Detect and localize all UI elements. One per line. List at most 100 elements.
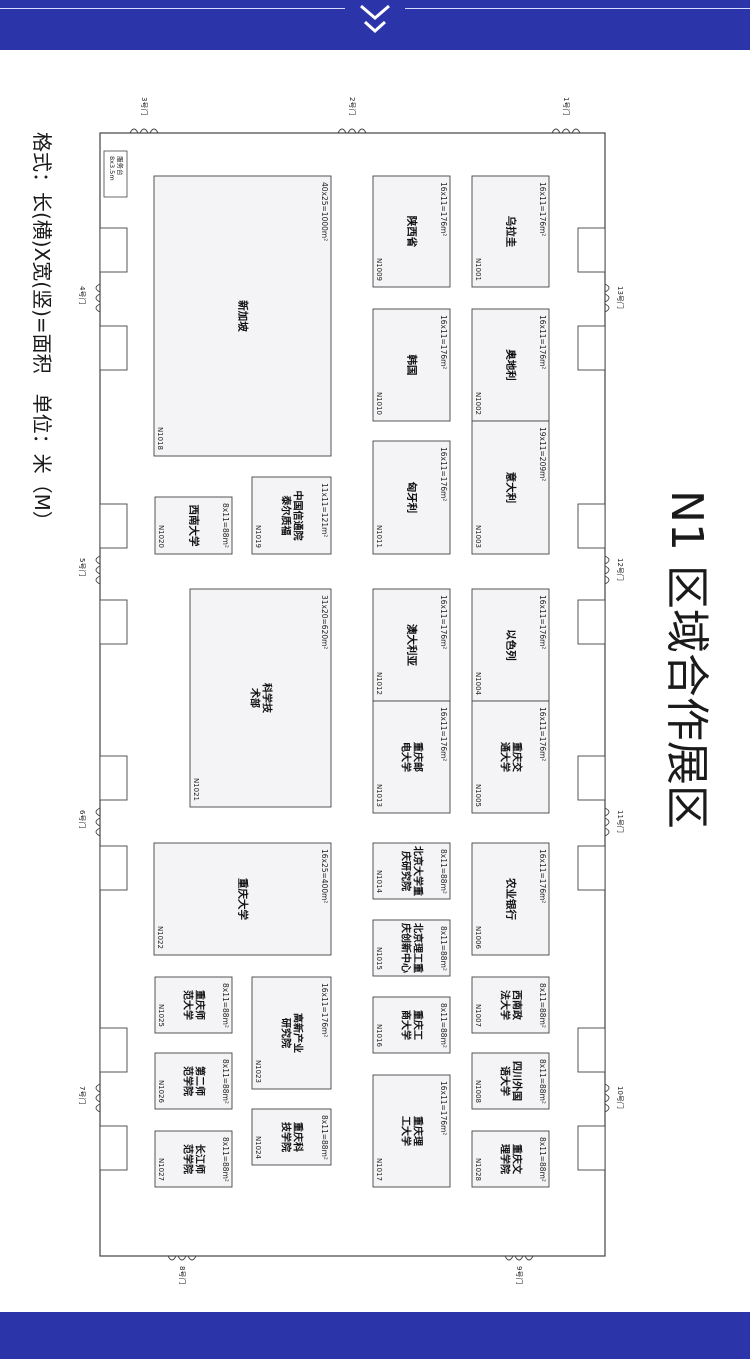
right-wall-pillar bbox=[577, 599, 606, 645]
booth-name: 技学院 bbox=[280, 1122, 293, 1152]
left-wall-pillar bbox=[99, 503, 128, 549]
booth-id: N1027 bbox=[157, 1158, 165, 1181]
booth-name: 术部 bbox=[249, 687, 262, 708]
booth-box bbox=[372, 842, 451, 900]
booth-box bbox=[154, 496, 233, 555]
door-icon bbox=[167, 1255, 197, 1261]
booth-name: 长江师 bbox=[194, 1144, 207, 1174]
format-note: 格式：长(横)X宽(竖)=面积 单位：米（M） bbox=[30, 132, 54, 531]
gate-7: 7号门 bbox=[78, 1083, 101, 1113]
booth-box bbox=[251, 476, 332, 555]
gate-6: 6号门 bbox=[78, 807, 101, 837]
booth-id: N1015 bbox=[375, 947, 383, 970]
booth-name: 研究院 bbox=[280, 1018, 293, 1048]
booth-dims: 31x20=620m² bbox=[320, 595, 329, 649]
booth-box bbox=[471, 700, 550, 814]
booth-box bbox=[251, 976, 332, 1090]
booth-name: 四川外国 bbox=[511, 1061, 524, 1101]
gate-label: 2号门 bbox=[348, 97, 357, 115]
booth-name: 重庆邮 bbox=[412, 742, 425, 772]
booth-name: 西南大学 bbox=[187, 505, 200, 547]
booth-box bbox=[372, 1074, 451, 1188]
booth-id: N1022 bbox=[156, 926, 164, 949]
booth-id: N1020 bbox=[157, 525, 165, 548]
booth-dims: 19x11=209m² bbox=[538, 427, 547, 481]
booth-dims: 16x11=176m² bbox=[538, 849, 547, 903]
left-wall-pillar bbox=[99, 227, 128, 273]
door-icon bbox=[604, 555, 610, 585]
gate-8: 8号门 bbox=[167, 1255, 197, 1284]
booth-dims: 16x11=176m² bbox=[439, 447, 448, 501]
gate-label: 5号门 bbox=[78, 558, 87, 576]
right-wall-pillar bbox=[577, 755, 606, 801]
booth-name: 北京大学重 bbox=[412, 846, 425, 896]
left-wall-pillar bbox=[99, 755, 128, 801]
booth-id: N1024 bbox=[254, 1136, 262, 1160]
booth-name: 乌拉圭 bbox=[504, 216, 517, 248]
booth-dims: 16x11=176m² bbox=[538, 595, 547, 649]
booth-dims: 40x25=1000m² bbox=[320, 182, 329, 241]
gate-12: 12号门 bbox=[604, 555, 625, 585]
top-header-band bbox=[0, 0, 750, 50]
booth-dims: 16x11=176m² bbox=[439, 1081, 448, 1135]
booth-name: 工大学 bbox=[400, 1116, 413, 1146]
booth-name: 农业银行 bbox=[504, 877, 517, 920]
booth-name: 澳大利亚 bbox=[405, 624, 418, 666]
right-wall-pillar bbox=[577, 227, 606, 273]
gate-2: 2号门 bbox=[337, 97, 367, 134]
booth-name: 语大学 bbox=[499, 1066, 512, 1096]
booth-name: 以色列 bbox=[504, 629, 517, 661]
booth-dims: 8x11=88m² bbox=[221, 503, 230, 548]
right-wall-pillar bbox=[577, 325, 606, 371]
hall-outline bbox=[99, 132, 606, 1257]
booth-id: N1004 bbox=[474, 672, 482, 696]
door-icon bbox=[95, 807, 101, 837]
booth-id: N1025 bbox=[157, 1004, 165, 1027]
booth-box bbox=[471, 308, 550, 422]
booth-name: 庆创新中心 bbox=[400, 922, 413, 973]
booth-box bbox=[372, 919, 451, 977]
left-wall-pillar bbox=[99, 845, 128, 891]
booth-name: 重庆文 bbox=[511, 1144, 524, 1175]
booth-name: 重庆工 bbox=[412, 1010, 425, 1040]
booth-name: 法大学 bbox=[499, 990, 512, 1020]
booth-name: 范学院 bbox=[182, 1066, 195, 1096]
booth-name: 理学院 bbox=[499, 1144, 512, 1174]
booth-id: N1021 bbox=[192, 778, 200, 801]
booth-box bbox=[372, 700, 451, 814]
gate-11: 11号门 bbox=[604, 807, 625, 837]
booth-box bbox=[471, 175, 550, 288]
booth-box bbox=[372, 996, 451, 1054]
door-icon bbox=[604, 283, 610, 313]
booth-box bbox=[471, 976, 550, 1034]
booth-box bbox=[153, 175, 332, 457]
right-wall-pillar bbox=[577, 503, 606, 549]
service-desk-box bbox=[103, 150, 128, 198]
booth-id: N1019 bbox=[254, 525, 262, 548]
booth-id: N1010 bbox=[375, 392, 383, 415]
booth-id: N1008 bbox=[474, 1080, 482, 1103]
booth-id: N1028 bbox=[474, 1158, 482, 1181]
booth-box bbox=[372, 308, 451, 422]
booth-id: N1026 bbox=[157, 1080, 165, 1104]
left-wall-pillar bbox=[99, 1125, 128, 1171]
booth-dims: 8x11=88m² bbox=[439, 926, 448, 971]
